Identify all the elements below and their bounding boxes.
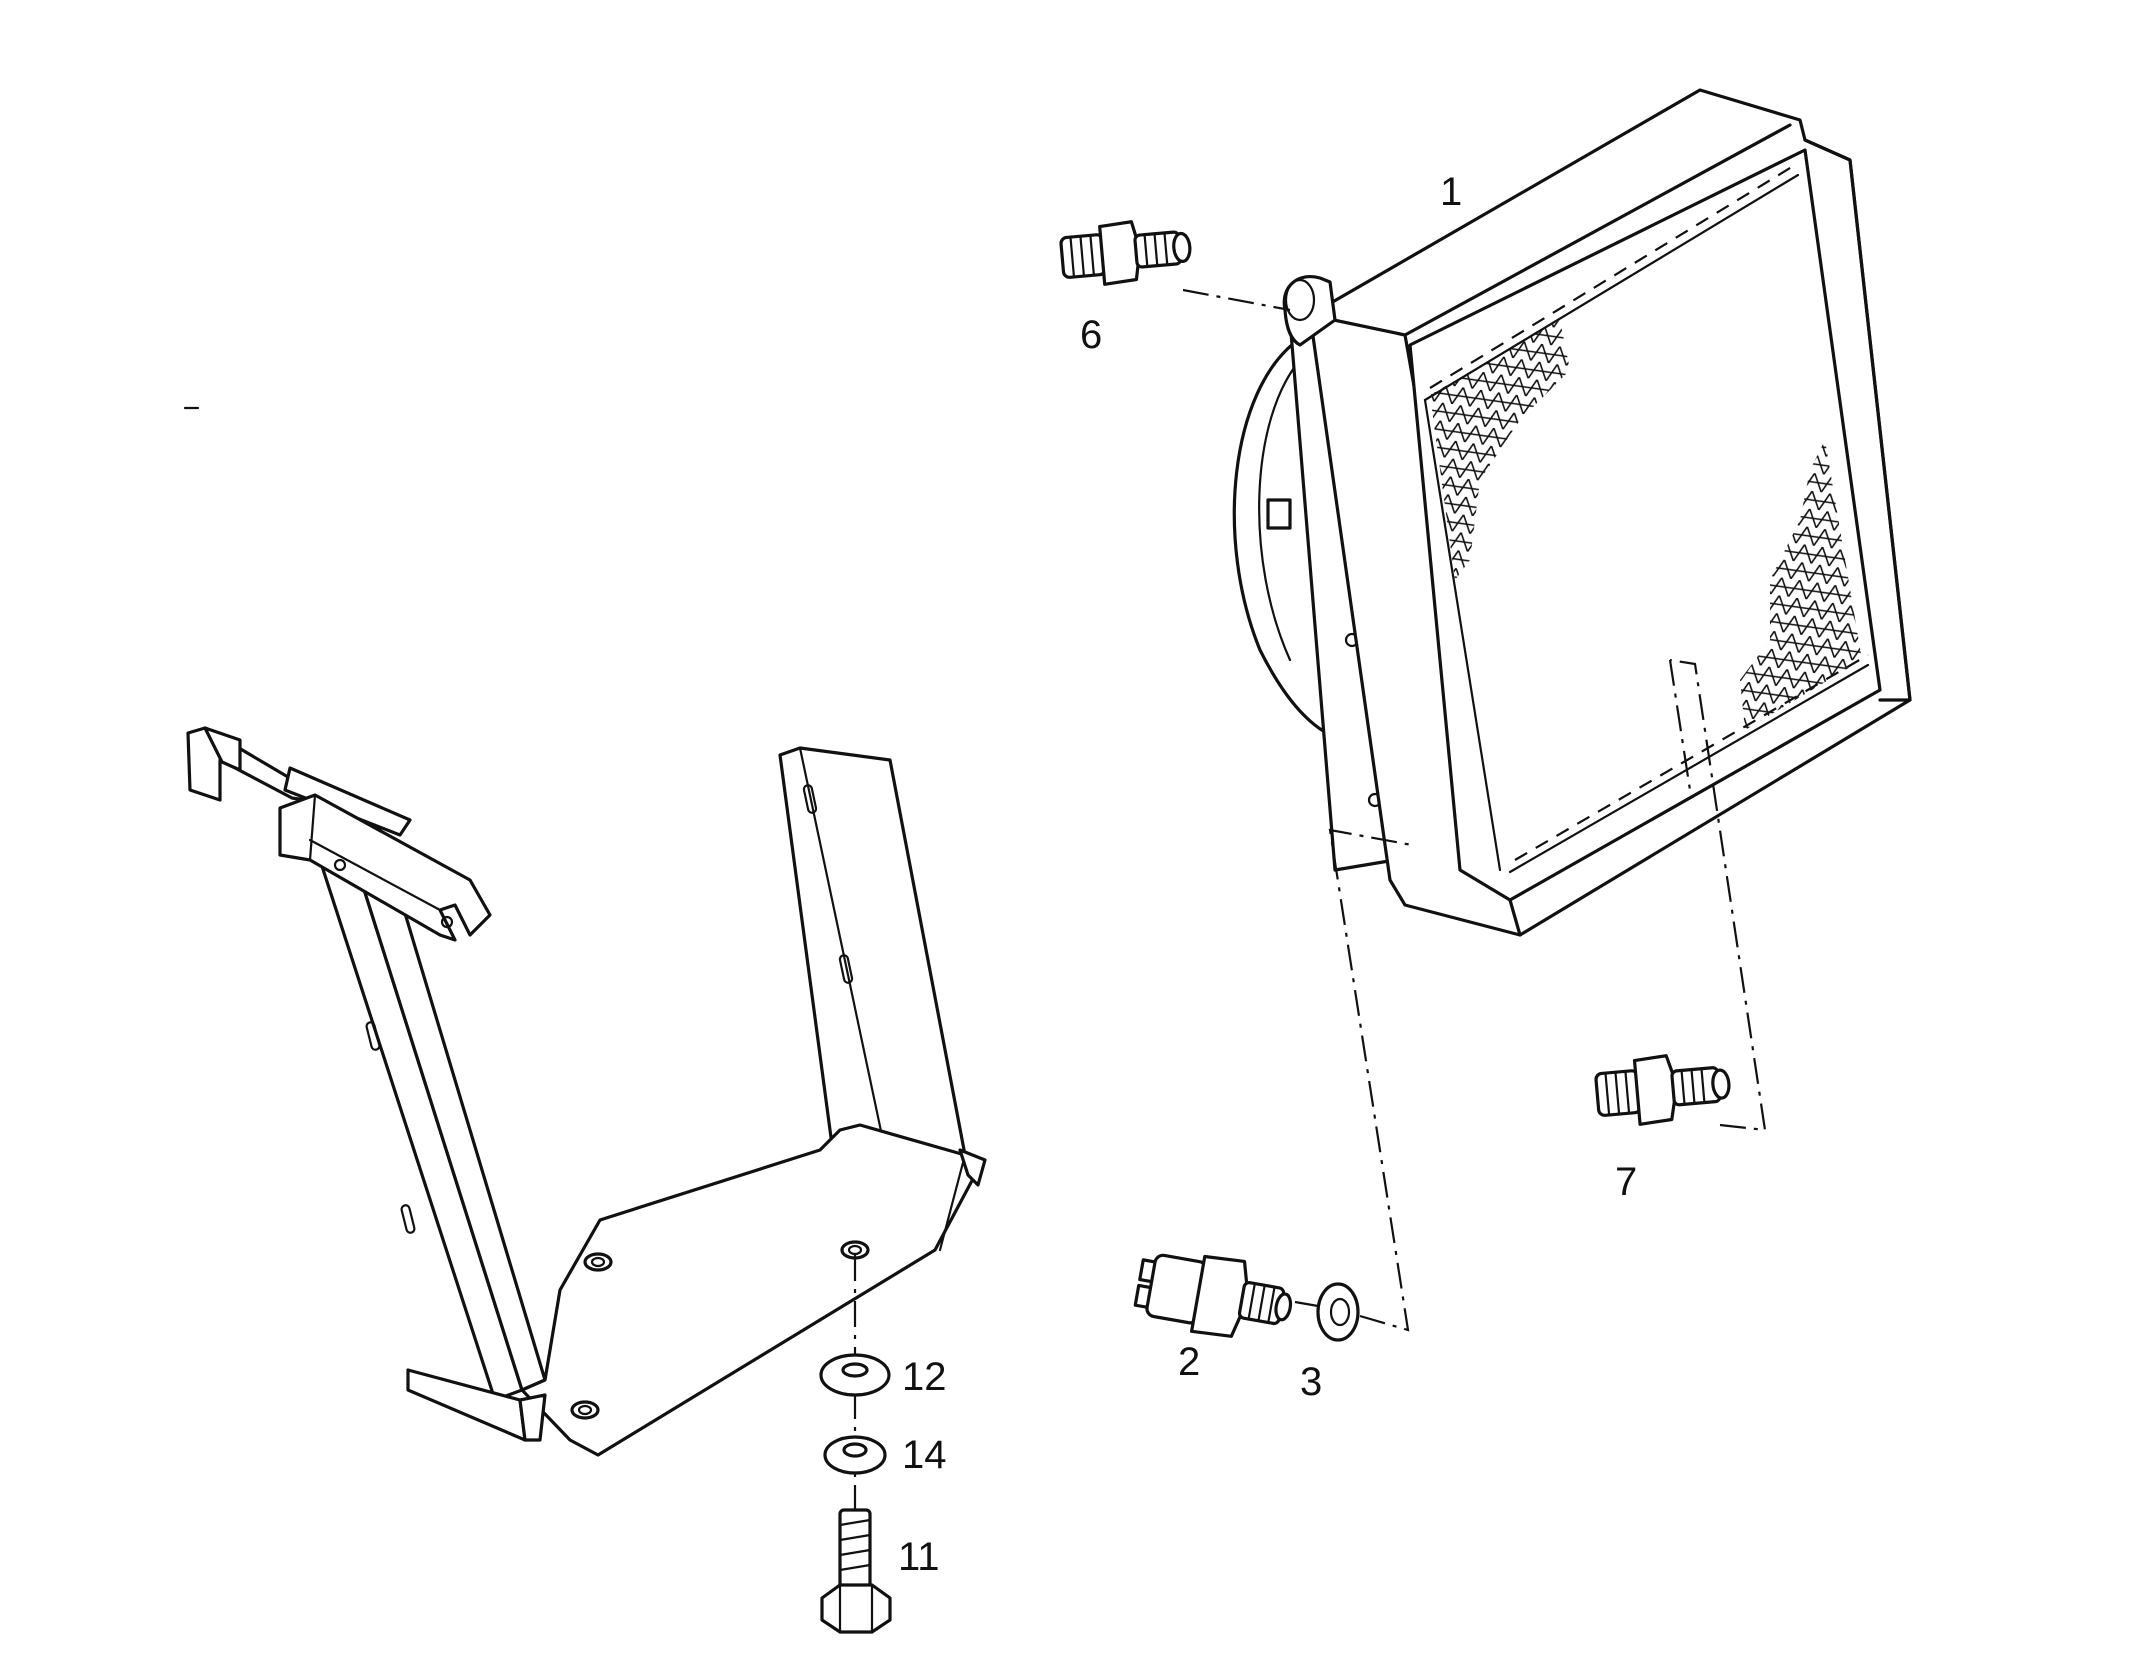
leader-2	[1294, 1300, 1319, 1308]
mounting-bracket	[186, 726, 987, 1457]
callout-2: 2	[1178, 1340, 1200, 1384]
washer-14	[823, 1435, 887, 1475]
callout-3: 3	[1300, 1360, 1322, 1404]
fan-motor-tab	[1266, 498, 1292, 530]
core-mesh-upper	[1430, 320, 1570, 580]
radiator-assembly	[1232, 88, 1912, 937]
callout-1: 1	[1440, 170, 1462, 214]
callout-14: 14	[902, 1433, 947, 1477]
callout-6: 6	[1080, 313, 1102, 357]
callout-7: 7	[1615, 1160, 1637, 1204]
leader-6	[1182, 288, 1291, 312]
bolt-11	[820, 1508, 892, 1634]
washer-12	[819, 1353, 891, 1397]
leader-3	[1328, 828, 1413, 1332]
fitting-7	[1594, 1054, 1731, 1126]
washer-3	[1316, 1282, 1360, 1342]
leader-7	[1668, 658, 1767, 1132]
callout-12: 12	[902, 1355, 947, 1399]
pressure-switch-2	[1133, 1253, 1293, 1338]
fitting-6	[1059, 220, 1192, 286]
callout-11: 11	[898, 1535, 940, 1579]
bracket-clip	[278, 793, 492, 942]
core-mesh-lower	[1740, 440, 1862, 730]
